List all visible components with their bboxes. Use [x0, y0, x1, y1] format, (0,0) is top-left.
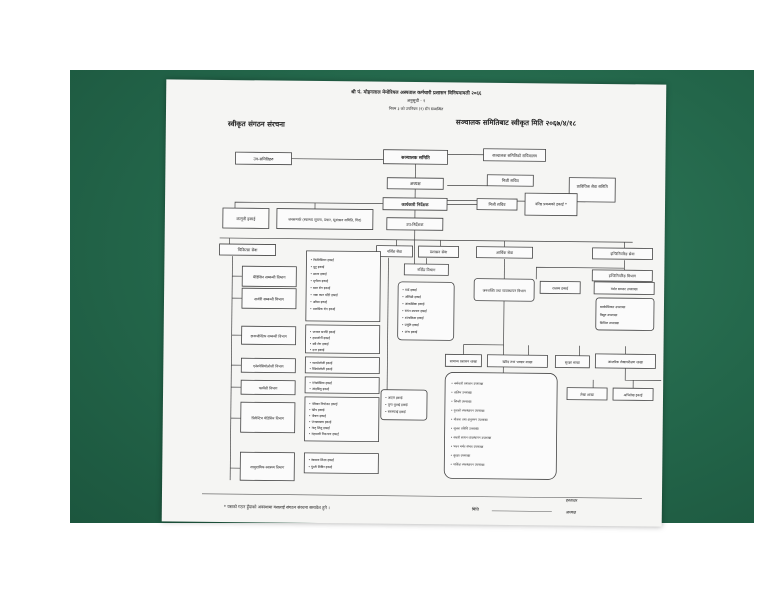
admin-subsection: • पार्किङ व्यवस्थापन उपशाखा — [450, 462, 484, 466]
records-unit: अभिलेख इकाई — [624, 392, 644, 397]
unit-item: • एनेस्थेसिया इकाई — [309, 381, 333, 385]
unit-item: • स्त्री रोग इकाई — [310, 342, 330, 346]
admin-subsection: • कर्मचारी प्रशासन उपशाखा — [451, 381, 483, 385]
nursing-department: नर्सिङ विभाग — [417, 267, 436, 272]
unit-item: • जनरल सर्जरी इकाई — [310, 330, 337, 334]
admin-subsection: • सवारी साधन व्यवस्थापन उपशाखा — [451, 435, 492, 439]
technical-committee-box: प्राविधिक सेवा समिति — [577, 184, 609, 189]
unit-item: • महामारी नियन्त्रण इकाई — [309, 432, 340, 436]
unit-item: • घुम्ती शिविर इकाई — [308, 465, 333, 469]
admin-subsection: • सूचना प्रविधि उपशाखा — [451, 426, 479, 430]
nursing-unit: • सघन उपचार इकाई — [402, 309, 428, 313]
unit-item: • जनस्वास्थ्य इकाई — [309, 420, 333, 424]
admin-subsection: • भवन मर्मत संभार उपशाखा — [450, 444, 483, 448]
right-title: सञ्चालक समितिबाट स्वीकृत मिति २०६७/४/१८ — [455, 117, 577, 128]
division-engineering: इन्जिनियरिङ सेवा — [611, 251, 636, 256]
unit-item: • पोषण इकाई — [309, 414, 327, 418]
nursing-unit: • शल्यक्रिया इकाई — [402, 316, 425, 320]
dept-anesthesia: एनेस्थेसियोलोजी विभाग — [253, 363, 285, 368]
unit-item: • दन्त इकाई — [309, 348, 325, 352]
chairman-box: अध्यक्ष — [410, 182, 422, 187]
public-relation-box: जनसम्पर्क (स्वास्थ्य सूचना, प्रचार, सुशा… — [288, 217, 362, 223]
chairman-secretary-box: निजी सचिव — [502, 178, 520, 183]
nursing-unit: • अन्य इकाई — [402, 330, 419, 334]
revenue-unit: राजस्व इकाई — [552, 285, 569, 290]
admin-subsection: • तालिम उपशाखा — [451, 390, 472, 394]
unit-item: • मातृ शिशु इकाई — [309, 426, 331, 430]
director-secretary-box: निजी सचिव — [488, 202, 506, 207]
unit-item: • स्वास्थ्य शिक्षा इकाई — [308, 458, 335, 462]
security-branch: सुरक्षा शाखा — [565, 361, 580, 365]
hr-department: जनशक्ति तथा व्यवस्थापन विभाग — [483, 288, 527, 293]
internal-audit-branch: आन्तरिक लेखापरीक्षण शाखा — [608, 359, 643, 364]
support-unit: • आहार इकाई — [385, 396, 403, 400]
dept-surgery: सर्जरी सम्बन्धी विभाग — [254, 296, 284, 301]
header-line1: श्री पं. मोहनलाल मेमोरियल अस्पताल कर्मचा… — [350, 88, 482, 96]
division-finance: आर्थिक सेवा — [496, 250, 514, 255]
general-admin-branch: सामान्य प्रशासन शाखा — [450, 359, 477, 363]
legal-unit-box: कानूनी इकाई — [236, 216, 256, 222]
procurement-branch: खरिद तथा भण्डार शाखा — [502, 359, 532, 364]
unit-item: • प्याथोलोजी इकाई — [309, 361, 333, 365]
account-branch: लेखा शाखा — [580, 392, 594, 397]
nursing-unit: • आकस्मिक इकाई — [402, 302, 425, 306]
unit-item: • हाडजोर्नी इकाई — [310, 336, 331, 340]
support-unit: • सरसफाई इकाई — [385, 410, 407, 414]
dept-pharmacy: फार्मेसी विभाग — [259, 385, 279, 390]
unit-item: • आइसियु इकाई — [309, 387, 330, 391]
unit-item: • खोप इकाई — [309, 408, 326, 412]
engineering-department: इन्जिनियरिङ विभाग — [609, 273, 637, 278]
unit-item: • बाल रोग इकाई — [310, 286, 331, 290]
nursing-unit: • प्रसूति इकाई — [402, 323, 420, 327]
unit-item: • नाक कान घाँटी इकाई — [310, 293, 339, 297]
document-page: श्री पं. मोहनलाल मेमोरियल अस्पताल कर्मचा… — [161, 79, 667, 527]
engineering-unit: बायोमेडिकल उपशाखा — [600, 305, 626, 309]
nursing-unit: • ओपिडी इकाई — [402, 295, 422, 299]
admin-subsection: • गुनासो व्यवस्थापन उपशाखा — [451, 408, 485, 412]
unit-item: • आँखा इकाई — [310, 300, 328, 304]
division-admin: प्रशासन सेवा — [430, 249, 448, 254]
engineering-unit: सिभिल उपशाखा — [600, 321, 619, 325]
dept-community: सामुदायिक स्वास्थ्य विभाग — [250, 464, 285, 469]
dept-diagnostic: डायग्नोस्टिक सम्बन्धी विभाग — [249, 333, 287, 338]
deputy-director-box: उप-निर्देशक — [406, 222, 424, 227]
unit-item: • मानसिक रोग इकाई — [310, 307, 336, 311]
unit-item: • परिवार नियोजन इकाई — [309, 402, 339, 406]
header-line2: अनुसूची - १ — [407, 98, 426, 104]
division-medical: चिकित्सा सेवा — [238, 247, 259, 252]
unit-item: • रेडियोलोजी इकाई — [309, 367, 333, 371]
admin-subsection: • सुरक्षा उपशाखा — [450, 453, 470, 457]
support-unit: • लुगा धुलाई इकाई — [385, 403, 409, 407]
admin-subsection: • जिन्सी उपशाखा — [451, 399, 472, 403]
left-title: स्वीकृत संगठन संरचना — [227, 119, 286, 130]
nursing-unit: • वार्ड इकाई — [402, 288, 418, 292]
unit-item: • मृगौला इकाई — [310, 279, 329, 283]
org-chart: श्री पं. मोहनलाल मेमोरियल अस्पताल कर्मचा… — [201, 88, 662, 515]
maintenance-subsection: मर्मत सम्भार उपशाखा — [611, 286, 638, 291]
footer-note: * यसको गठन हुँदाको अवस्थामा यसलाई संगठन … — [224, 504, 330, 511]
connector-lines — [219, 153, 662, 481]
board-secretariat-box: सञ्चालक समितिको सचिवालय — [492, 153, 537, 158]
board-box: सञ्चालक समिति — [400, 154, 430, 161]
header-line3: नियम ३ को उपनियम (१) सँग सम्बन्धित — [389, 106, 445, 112]
admin-subsection: • योजना तथा अनुगमन उपशाखा — [451, 417, 488, 421]
engineering-unit: विद्युत उपशाखा — [600, 313, 618, 317]
unit-item: • मुटु इकाई — [310, 265, 325, 269]
sub-committee-box: उप-समितिहरु — [254, 156, 275, 161]
signature-label: हस्ताक्षर — [566, 498, 578, 503]
director-box: कार्यकारी निर्देशक — [401, 202, 430, 207]
division-nursing: नर्सिङ सेवा — [387, 249, 403, 254]
unit-item: • छाला इकाई — [310, 272, 327, 276]
footer-date-label: मिति — [472, 507, 480, 512]
dept-medicine: मेडिसिन सम्बन्धी विभाग — [253, 274, 286, 279]
unit-item: • फिजिसियन इकाई — [310, 258, 334, 262]
signature-designation: अध्यक्ष — [566, 510, 577, 515]
dept-preventive: प्रिवेन्टिभ मेडिसिन विभाग — [252, 415, 285, 420]
advisor-box: वरिष्ठ प्रबन्धको इकाई * — [535, 201, 567, 206]
